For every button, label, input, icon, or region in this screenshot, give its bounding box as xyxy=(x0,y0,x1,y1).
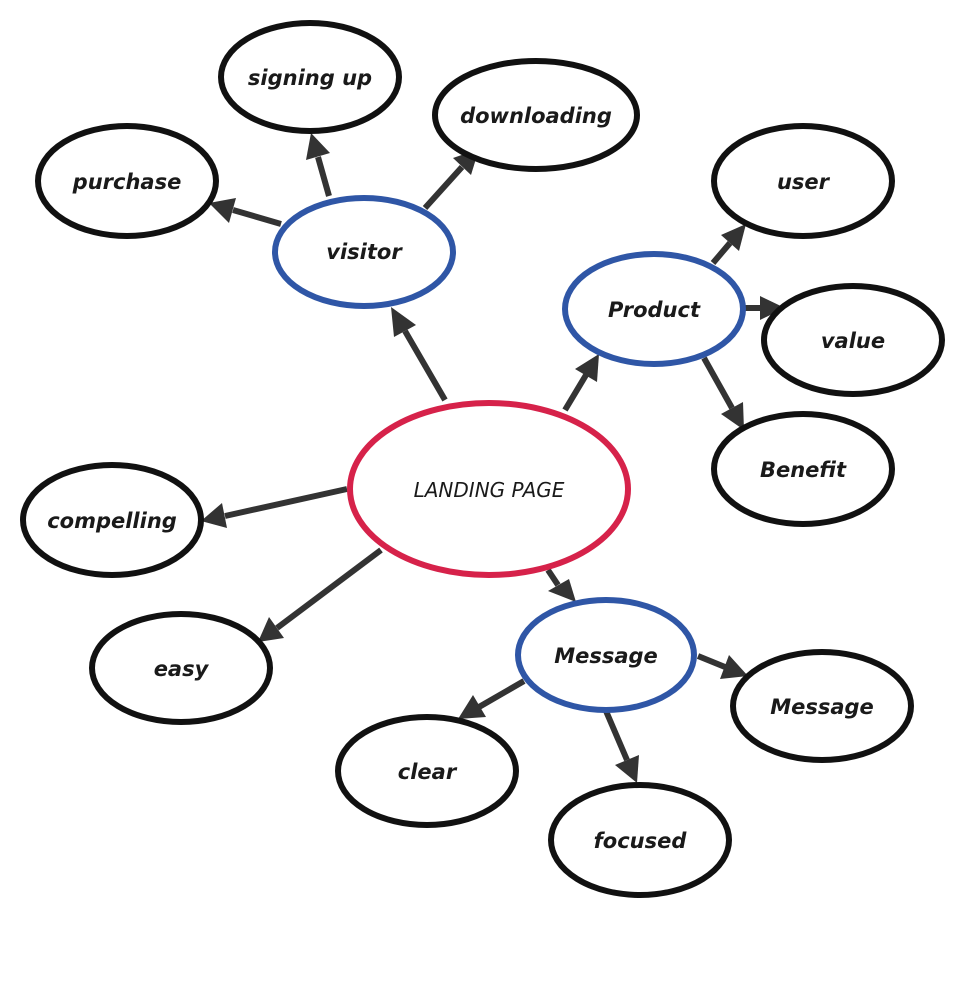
node-visitor-shape xyxy=(272,195,456,309)
node-focused-shape xyxy=(548,782,732,898)
node-visitor: visitor xyxy=(272,195,456,309)
edge-landing-page-to-compelling xyxy=(201,486,348,528)
node-product: Product xyxy=(562,251,746,367)
node-compelling-label: compelling xyxy=(47,509,177,533)
node-message-leaf: Message xyxy=(730,649,914,763)
node-signing-up: signing up xyxy=(218,20,402,134)
edges-layer xyxy=(201,133,785,783)
node-signing-up-shape xyxy=(218,20,402,134)
node-benefit-label: Benefit xyxy=(760,458,847,482)
node-message-hub: Message xyxy=(515,597,697,713)
node-landing-page-label: LANDING PAGE xyxy=(414,478,565,502)
edge-product-to-benefit xyxy=(701,356,744,430)
node-compelling-shape xyxy=(20,462,204,578)
node-message-leaf-label: Message xyxy=(770,695,874,719)
node-landing-page: LANDING PAGE xyxy=(347,400,631,578)
node-focused-label: focused xyxy=(594,829,688,853)
nodes-layer: LANDING PAGE visitor Product Message sig… xyxy=(20,20,945,898)
node-message-leaf-shape xyxy=(730,649,914,763)
edge-visitor-to-purchase xyxy=(209,198,282,227)
edge-landing-page-to-visitor xyxy=(391,307,448,402)
node-clear: clear xyxy=(335,714,519,828)
node-downloading-label: downloading xyxy=(460,104,612,128)
node-user-shape xyxy=(711,123,895,239)
node-user: user xyxy=(711,123,895,239)
node-value: value xyxy=(761,283,945,397)
node-product-shape xyxy=(562,251,746,367)
node-downloading-shape xyxy=(432,58,640,172)
node-signing-up-label: signing up xyxy=(248,66,372,90)
edge-landing-page-to-product xyxy=(562,354,599,412)
node-downloading: downloading xyxy=(432,58,640,172)
node-benefit: Benefit xyxy=(711,411,895,527)
edge-landing-page-to-message xyxy=(545,568,576,602)
edge-message-to-clear xyxy=(458,678,526,719)
node-easy-shape xyxy=(89,611,273,725)
node-value-shape xyxy=(761,283,945,397)
node-purchase-shape xyxy=(35,123,219,239)
node-focused: focused xyxy=(548,782,732,898)
node-product-label: Product xyxy=(608,298,701,322)
node-purchase: purchase xyxy=(35,123,219,239)
edge-message-to-focused xyxy=(603,709,639,783)
node-value-label: value xyxy=(821,329,885,353)
node-easy: easy xyxy=(89,611,273,725)
node-benefit-shape xyxy=(711,411,895,527)
node-clear-label: clear xyxy=(398,760,458,784)
node-purchase-label: purchase xyxy=(72,170,182,194)
edge-landing-page-to-easy xyxy=(258,547,383,642)
edge-product-to-user xyxy=(710,224,746,265)
node-visitor-label: visitor xyxy=(326,240,403,264)
node-clear-shape xyxy=(335,714,519,828)
node-message-hub-label: Message xyxy=(554,644,658,668)
node-message-hub-shape xyxy=(515,597,697,713)
node-compelling: compelling xyxy=(20,462,204,578)
node-user-label: user xyxy=(777,170,831,194)
edge-message-to-message-leaf xyxy=(696,653,748,679)
edge-visitor-to-signing-up xyxy=(306,133,332,197)
node-landing-page-shape xyxy=(347,400,631,578)
node-easy-label: easy xyxy=(154,657,210,681)
edge-product-to-value xyxy=(744,296,785,320)
